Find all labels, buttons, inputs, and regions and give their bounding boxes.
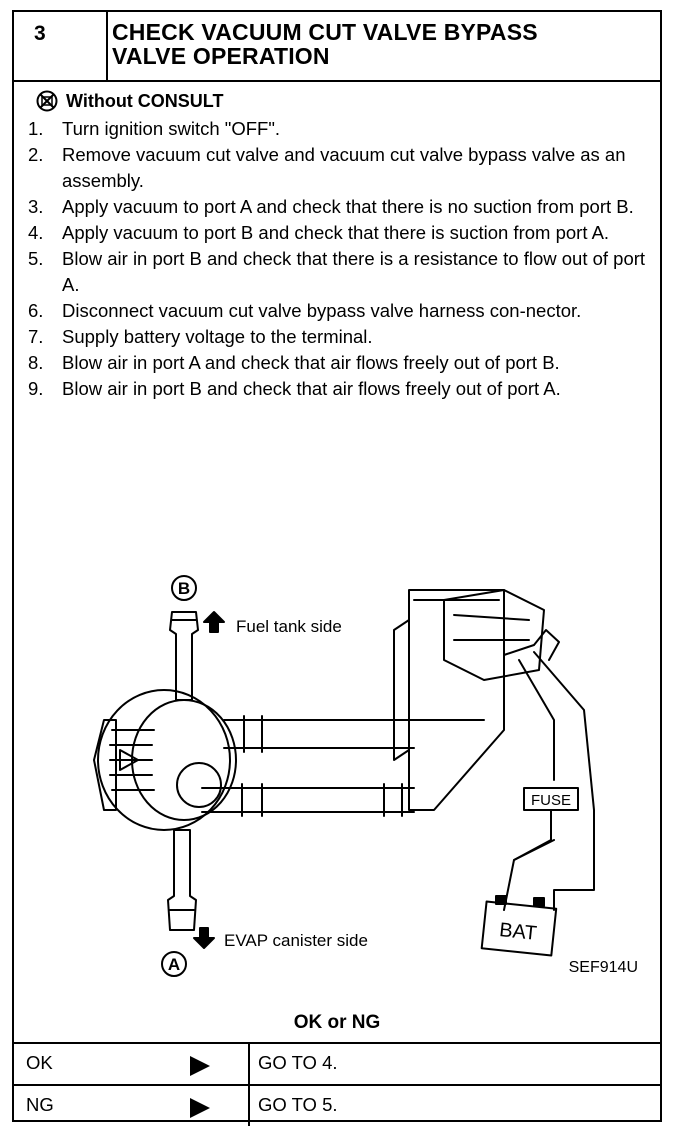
mode-label: Without CONSULT	[66, 90, 224, 111]
result-action: GO TO 5.	[258, 1094, 338, 1115]
procedure-box: 3 CHECK VACUUM CUT VALVE BYPASS VALVE OP…	[12, 10, 662, 1126]
list-item: 4.Apply vacuum to port B and check that …	[28, 222, 610, 243]
list-item: 8.Blow air in port A and check that air …	[28, 352, 560, 373]
list-item: 9.Blow air in port B and check that air …	[28, 378, 561, 399]
evap-canister-side-label: EVAP canister side	[224, 931, 368, 950]
list-item: 6.Disconnect vacuum cut valve bypass val…	[28, 300, 582, 321]
result-status: NG	[26, 1094, 54, 1115]
step-title-line1: CHECK VACUUM CUT VALVE BYPASS	[112, 19, 538, 45]
result-status: OK	[26, 1052, 53, 1073]
port-b-marker: B	[171, 575, 197, 601]
fuse-box: FUSE	[523, 787, 579, 811]
fuel-tank-side-label: Fuel tank side	[236, 617, 342, 636]
no-consult-icon	[36, 90, 58, 112]
fuse-label: FUSE	[531, 792, 571, 809]
list-item: 7.Supply battery voltage to the terminal…	[28, 326, 373, 347]
step-title: CHECK VACUUM CUT VALVE BYPASS VALVE OPER…	[112, 20, 652, 68]
list-item: 3.Apply vacuum to port A and check that …	[28, 196, 634, 217]
table-row: OK GO TO 4.	[14, 1042, 660, 1084]
arrow-down-icon	[193, 927, 215, 949]
port-a-label: A	[168, 955, 180, 974]
list-item: 1.Turn ignition switch "OFF".	[28, 118, 281, 139]
battery: BAT	[480, 895, 558, 957]
port-b-label: B	[178, 579, 190, 598]
arrow-up-icon	[203, 611, 225, 633]
table-row: NG GO TO 5.	[14, 1084, 660, 1126]
list-item: 5.Blow air in port B and check that ther…	[28, 248, 646, 295]
step-number: 3	[34, 22, 46, 45]
figure-id: SEF914U	[569, 959, 638, 976]
valve-diagram: B Fuel tank side	[34, 560, 654, 980]
step-title-line2: VALVE OPERATION	[112, 43, 330, 69]
result-table: OK GO TO 4. NG GO TO 5.	[14, 1042, 660, 1126]
play-arrow-icon	[190, 1056, 210, 1076]
bat-label: BAT	[498, 919, 538, 945]
play-arrow-icon	[190, 1098, 210, 1118]
step-list: 1.Turn ignition switch "OFF". 2.Remove v…	[28, 116, 656, 402]
header: 3 CHECK VACUUM CUT VALVE BYPASS VALVE OP…	[14, 12, 660, 82]
valve-diagram-drawing: B Fuel tank side	[93, 575, 638, 977]
result-heading: OK or NG	[293, 1012, 381, 1033]
port-a-marker: A	[161, 951, 187, 977]
mode-heading: Without CONSULT	[36, 90, 223, 112]
step-number-cell: 3	[14, 12, 108, 80]
result-action: GO TO 4.	[258, 1052, 338, 1073]
list-item: 2.Remove vacuum cut valve and vacuum cut…	[28, 144, 626, 191]
